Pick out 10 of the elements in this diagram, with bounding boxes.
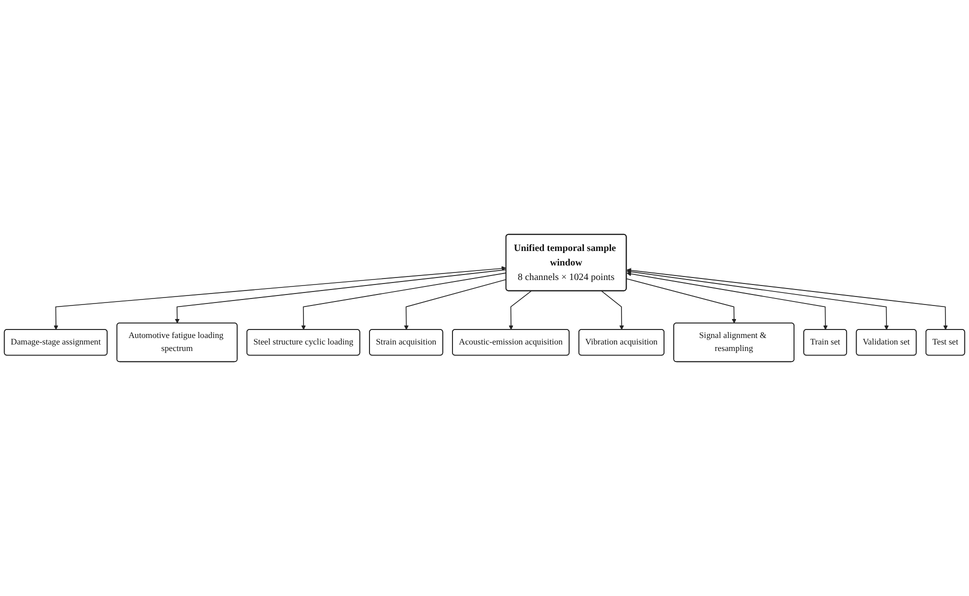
arrow (626, 268, 948, 330)
arrow (508, 290, 532, 330)
arrow (601, 290, 624, 330)
arrow (626, 278, 736, 324)
arrow (626, 272, 828, 330)
arrow (301, 272, 507, 330)
arrow (54, 266, 506, 330)
arrow (626, 269, 889, 330)
arrow (404, 279, 507, 330)
arrow (174, 269, 507, 324)
